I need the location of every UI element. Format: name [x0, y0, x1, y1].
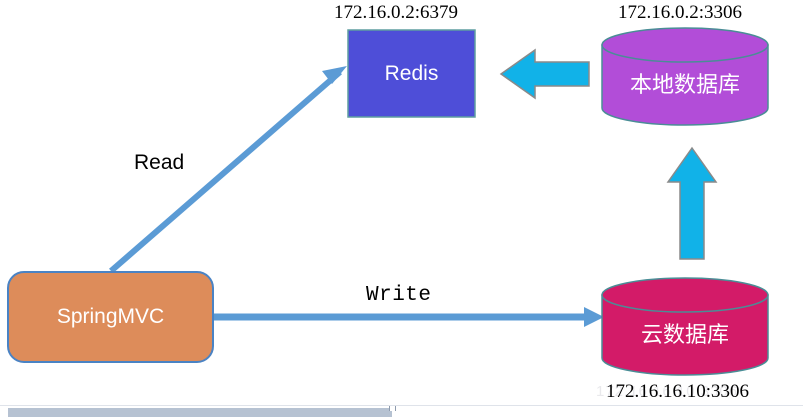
cloud-db-body[interactable]	[601, 294, 769, 376]
scrollbar-notch-icon	[389, 406, 396, 411]
write-arrow	[213, 307, 604, 327]
diagram-canvas: 172.16.0.2:6379 172.16.0.2:3306 172.16.1…	[7, 2, 769, 402]
diagram-graphics	[7, 27, 769, 376]
node-redis[interactable]	[347, 29, 476, 118]
write-edge-label: Write	[366, 284, 432, 307]
cloud-db-top[interactable]	[601, 277, 769, 313]
read-edge-label: Read	[134, 151, 185, 174]
springmvc-shape[interactable]	[7, 271, 214, 363]
watermark-text: 172.16.16.10:3306	[596, 383, 739, 400]
read-arrow	[109, 66, 347, 274]
local-database-address-label: 172.16.0.2:3306	[618, 2, 743, 23]
sync-local-to-redis-arrow	[499, 48, 590, 100]
node-springmvc[interactable]	[7, 271, 214, 363]
block-arrow-left	[499, 48, 590, 100]
local-db-body[interactable]	[601, 44, 769, 126]
node-local-database[interactable]	[601, 27, 769, 126]
sync-cloud-to-local-arrow	[666, 146, 718, 260]
read-arrow-line	[109, 69, 342, 274]
read-arrow-head	[322, 66, 347, 84]
horizontal-scrollbar-track[interactable]	[0, 405, 803, 419]
redis-address-label: 172.16.0.2:6379	[334, 2, 459, 23]
block-arrow-up	[666, 146, 718, 260]
cloud-database-address-label: 172.16.16.10:3306	[606, 381, 750, 402]
redis-shape[interactable]	[347, 29, 476, 118]
local-db-top[interactable]	[601, 27, 769, 63]
node-cloud-database[interactable]	[601, 277, 769, 376]
horizontal-scrollbar-thumb[interactable]	[8, 408, 392, 417]
write-arrow-head	[584, 307, 604, 327]
